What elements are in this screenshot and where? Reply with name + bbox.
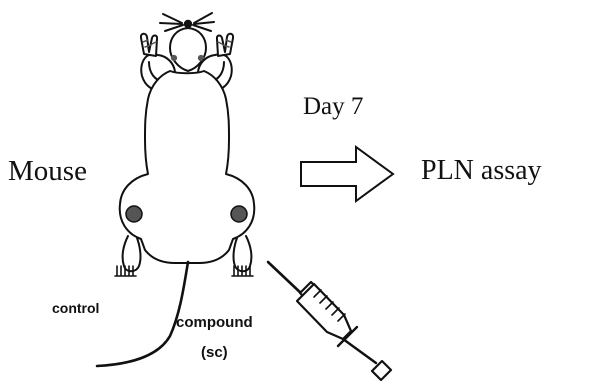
mouse-eye-left <box>171 55 177 61</box>
mouse-forepaw-right <box>217 34 233 56</box>
syringe-needle <box>268 262 304 296</box>
syringe-plunger-cap <box>372 361 391 380</box>
syringe-icon <box>268 262 391 380</box>
arrow-right-icon <box>301 147 393 201</box>
mouse-label: Mouse <box>8 155 87 188</box>
mouse-hip-right <box>231 206 247 222</box>
mouse-nose <box>184 20 192 28</box>
mouse-hindpaw-left <box>115 266 136 276</box>
mouse-body <box>120 71 255 263</box>
syringe-plunger <box>343 339 376 363</box>
day-label: Day 7 <box>303 93 363 121</box>
route-label: (sc) <box>201 344 228 361</box>
mouse-tail <box>97 262 188 366</box>
mouse-forepaw-left <box>141 34 157 56</box>
compound-label: compound <box>176 314 253 331</box>
control-label: control <box>52 300 99 316</box>
mouse-hip-left <box>126 206 142 222</box>
assay-label: PLN assay <box>421 155 542 187</box>
syringe-barrel <box>297 284 351 339</box>
